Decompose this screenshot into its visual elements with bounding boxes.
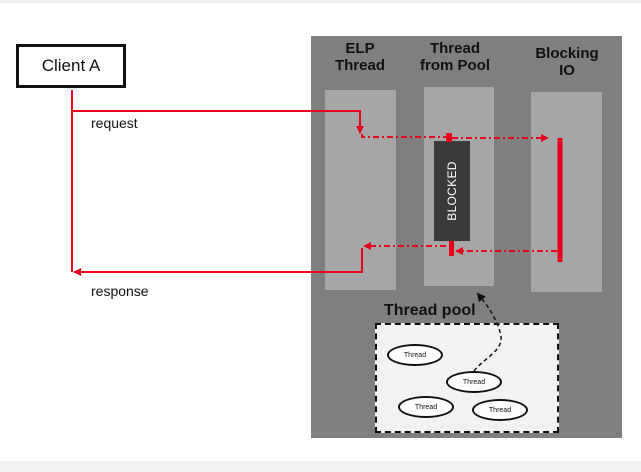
pool-heading-line2: from Pool: [420, 57, 490, 74]
blocking-io-heading: Blocking IO: [522, 45, 612, 79]
io-heading-line1: Blocking: [535, 45, 599, 62]
top-strip: [0, 0, 641, 3]
thread-label: Thread: [403, 351, 427, 359]
thread-label: Thread: [414, 403, 438, 411]
client-a-box: Client A: [16, 44, 126, 88]
thread-oval: Thread: [472, 399, 528, 421]
request-label: request: [91, 115, 138, 131]
client-a-label: Client A: [41, 56, 101, 75]
response-arrow: [73, 248, 363, 276]
elp-heading-line1: ELP: [345, 40, 375, 57]
thread-assign-arrow: [473, 292, 502, 372]
thread-label: Thread: [462, 378, 486, 386]
bottom-strip: [0, 461, 641, 472]
thread-oval: Thread: [398, 396, 454, 418]
request-arrow: [72, 110, 364, 134]
io-heading-line2: IO: [559, 62, 575, 79]
dispatch-connector: [361, 134, 448, 138]
pool-heading-line1: Thread: [429, 40, 480, 57]
elp-thread-heading: ELP Thread: [320, 40, 400, 74]
thread-pool-title: Thread pool: [384, 302, 476, 319]
response-label: response: [91, 283, 149, 299]
blocked-bar: BLOCKED: [434, 141, 470, 241]
pool-thread-end-marker: [449, 241, 454, 256]
blocking-io-column: [531, 92, 602, 292]
thread-oval: Thread: [446, 371, 502, 393]
pool-thread-heading: Thread from Pool: [405, 40, 505, 74]
thread-label: Thread: [488, 406, 512, 414]
elp-heading-line2: Thread: [334, 57, 385, 74]
pool-thread-start-marker: [446, 133, 452, 142]
thread-oval: Thread: [387, 344, 443, 366]
